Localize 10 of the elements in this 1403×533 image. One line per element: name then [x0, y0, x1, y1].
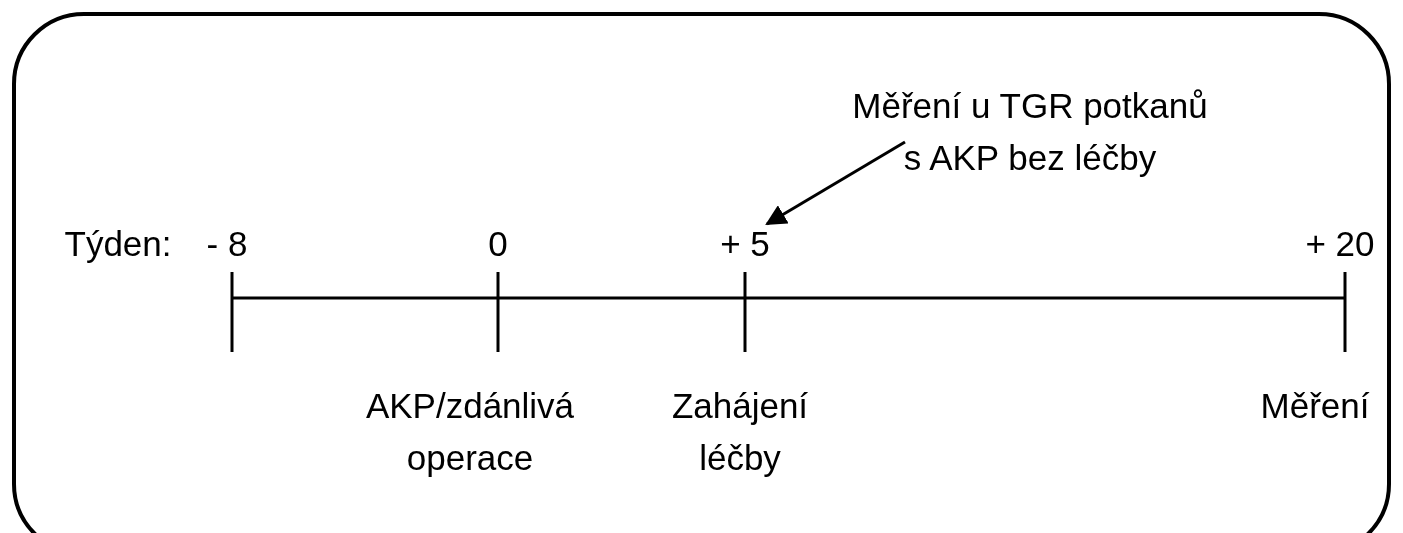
event-label: Měření — [1259, 385, 1371, 427]
event-label: Zahájení léčby — [670, 385, 810, 479]
leader-arrow — [765, 140, 906, 226]
tick-label: 0 — [487, 223, 509, 265]
tick-label: - 8 — [205, 223, 249, 265]
event-label: AKP/zdánlivá operace — [364, 385, 576, 479]
axis-title: Týden: — [63, 223, 173, 265]
tick-label: + 20 — [1304, 223, 1376, 265]
tick-label: + 5 — [705, 218, 785, 270]
annotation-text: Měření u TGR potkanů s AKP bez léčby — [845, 80, 1215, 184]
